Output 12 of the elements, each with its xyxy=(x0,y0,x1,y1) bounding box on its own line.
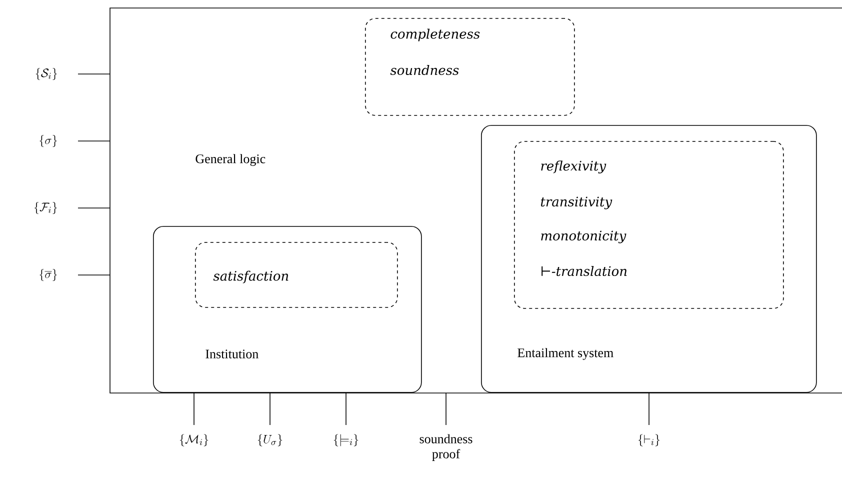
tick-label: $\{\sigma\}$ xyxy=(40,135,57,147)
note-box: reflexivity transitivity monotonicity ⊢-translation xyxy=(514,141,784,309)
note-box: completeness soundness xyxy=(365,18,575,116)
tick-label: $\{\vdash_i\}$ xyxy=(638,434,660,446)
note-box: satisfaction xyxy=(195,242,398,308)
tick-label: $\{\overline{\sigma}\}$ xyxy=(40,269,57,281)
tick-label: $\{U_\sigma\}$ xyxy=(258,434,282,446)
tick-label: $\{\mathcal{S}_i\}$ xyxy=(36,68,57,80)
tick-label: $\{\mathcal{F}_i\}$ xyxy=(34,202,57,214)
tick-label: $\{\models_i\}$ xyxy=(334,434,358,446)
tick-label: $\{\mathcal{M}_i\}$ xyxy=(180,434,208,446)
tick-label: soundness proof xyxy=(420,434,472,461)
